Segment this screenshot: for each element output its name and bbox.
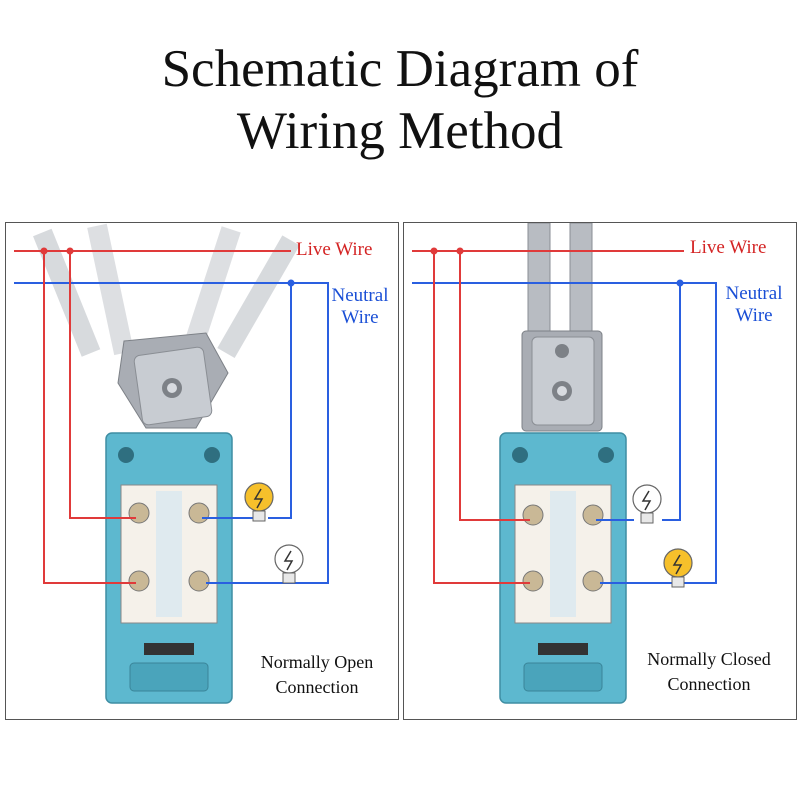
live-branch-2: [459, 251, 530, 521]
lever-arm-ghost-2: [87, 223, 134, 356]
neutral-label-line-2: Wire: [341, 307, 379, 328]
limit-switch-body: [105, 432, 233, 704]
lever-arm-ghost-3: [181, 226, 241, 357]
limit-switch-body: [499, 432, 627, 704]
live-branch-2: [69, 251, 136, 519]
title-line-2: Wiring Method: [236, 102, 564, 160]
lever-arm-2: [569, 223, 593, 339]
neutral-label-line-1: Neutral: [331, 285, 389, 306]
normally-closed-panel: Live Wire Neutral Wire Normally Closed C…: [403, 222, 797, 720]
connection-type-label: Normally Closed Connection: [624, 647, 794, 697]
lever-head: [117, 332, 229, 429]
junction-dots: [40, 247, 295, 287]
junction-dots: [430, 247, 684, 287]
bulb-unlit-icon: [632, 484, 662, 524]
lever-head: [521, 330, 603, 432]
connection-line-2: Connection: [667, 674, 751, 694]
lever-arm-ghost-1: [33, 228, 101, 357]
normally-open-panel: Live Wire Neutral Wire Normally Open Con…: [5, 222, 399, 720]
connection-line-1: Normally Closed: [647, 649, 771, 669]
neutral-label-line-2: Wire: [735, 305, 773, 326]
bulb-lit-icon: [663, 548, 693, 588]
neutral-branch-1b: [662, 283, 681, 521]
live-wire-label: Live Wire: [690, 237, 767, 258]
normally-open-diagram: [14, 223, 329, 704]
neutral-wire-bus: [412, 282, 717, 584]
neutral-wire-label: Neutral Wire: [714, 283, 794, 327]
lever-arms: [33, 223, 300, 358]
bulb-unlit-icon: [274, 544, 304, 584]
connection-type-label: Normally Open Connection: [242, 650, 392, 700]
normally-closed-diagram: [412, 223, 717, 704]
lever-arm-ghost-4: [217, 235, 300, 358]
wiring: [14, 250, 329, 584]
lever-arms: [527, 223, 593, 339]
neutral-branch-1b: [268, 283, 292, 519]
neutral-wire-bus: [14, 282, 329, 584]
connection-line-1: Normally Open: [260, 652, 374, 672]
lever-arm-1: [527, 223, 551, 339]
page-title: Schematic Diagram of Wiring Method: [0, 38, 800, 162]
connection-line-2: Connection: [275, 677, 359, 697]
title-line-1: Schematic Diagram of: [161, 40, 639, 98]
bulb-lit-icon: [244, 482, 274, 522]
neutral-wire-label: Neutral Wire: [324, 285, 396, 329]
live-branch-1: [433, 251, 530, 584]
live-branch-1: [43, 251, 136, 584]
live-wire-label: Live Wire: [296, 239, 373, 260]
neutral-label-line-1: Neutral: [725, 283, 783, 304]
